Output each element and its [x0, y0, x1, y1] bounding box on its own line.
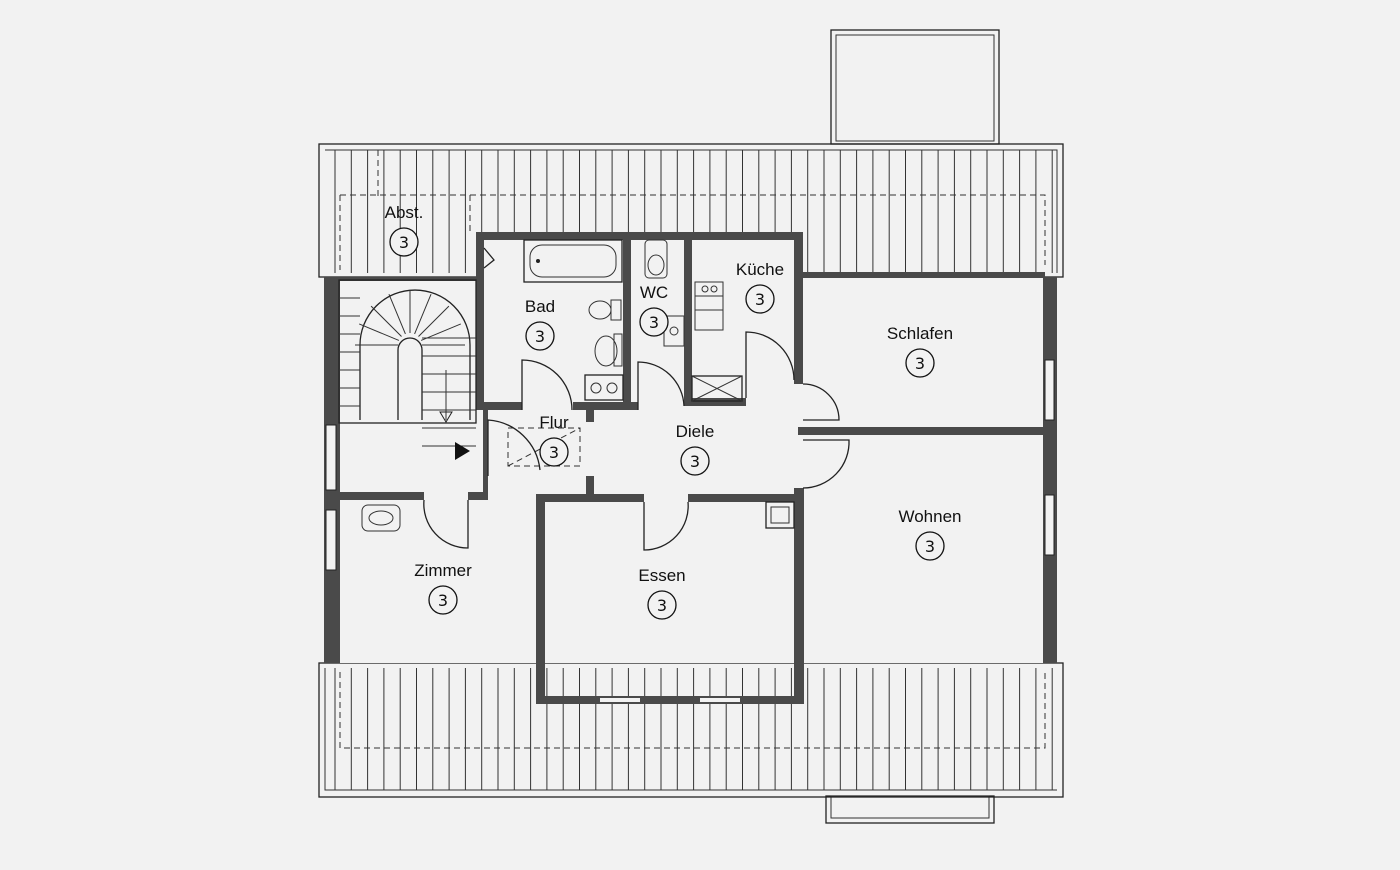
entrance-arrow-icon — [455, 442, 470, 460]
room-number-circle — [428, 585, 458, 615]
kitchen-counter — [691, 375, 743, 402]
bidet — [588, 299, 622, 321]
room-number: 3 — [915, 354, 925, 373]
chimney — [765, 501, 795, 529]
washbasin-zimmer — [361, 504, 401, 532]
room-number-circle — [539, 437, 569, 467]
exterior-walls — [324, 277, 1057, 663]
room-flur: Flur 3 — [539, 413, 569, 467]
balcony-bottom — [825, 795, 995, 824]
room-number: 3 — [657, 596, 667, 615]
room-name: Zimmer — [414, 561, 472, 580]
room-wohnen: Wohnen 3 — [898, 507, 962, 561]
room-number-circle — [639, 307, 669, 337]
room-essen: Essen 3 — [638, 566, 686, 620]
room-abst: Abst. 3 — [385, 203, 424, 257]
room-name: Schlafen — [887, 324, 953, 343]
room-number: 3 — [649, 313, 659, 332]
room-name: Abst. — [385, 203, 424, 222]
interior-walls — [336, 232, 1045, 704]
room-zimmer: Zimmer 3 — [414, 561, 472, 615]
room-number-circle — [915, 531, 945, 561]
roof-bottom — [318, 662, 1064, 798]
room-number-circle — [745, 284, 775, 314]
room-name: WC — [640, 283, 668, 302]
doors — [423, 247, 850, 551]
room-number: 3 — [399, 233, 409, 252]
room-number: 3 — [535, 327, 545, 346]
room-number: 3 — [549, 443, 559, 462]
balcony-top — [830, 29, 1000, 145]
room-number: 3 — [925, 537, 935, 556]
room-name: Essen — [638, 566, 685, 585]
room-number: 3 — [438, 591, 448, 610]
room-name: Wohnen — [898, 507, 961, 526]
room-diele: Diele 3 — [676, 422, 715, 476]
room-number-circle — [389, 227, 419, 257]
abst-partition — [377, 150, 471, 232]
room-number-circle — [647, 590, 677, 620]
staircase — [338, 279, 477, 460]
room-schlafen: Schlafen 3 — [887, 324, 953, 378]
room-wc: WC 3 — [639, 283, 669, 337]
room-number-circle — [525, 321, 555, 351]
toilet-bad — [594, 333, 623, 367]
room-bad: Bad 3 — [525, 297, 555, 351]
washbasin-bad — [584, 374, 624, 401]
room-number-circle — [680, 446, 710, 476]
room-name: Küche — [736, 260, 784, 279]
room-number: 3 — [755, 290, 765, 309]
room-name: Flur — [539, 413, 569, 432]
room-number-circle — [905, 348, 935, 378]
stove — [694, 281, 724, 331]
toilet-wc — [644, 239, 668, 279]
roof-top — [318, 143, 1064, 278]
bathtub — [523, 239, 623, 283]
room-kueche: Küche 3 — [736, 260, 784, 314]
room-name: Diele — [676, 422, 715, 441]
room-name: Bad — [525, 297, 555, 316]
room-number: 3 — [690, 452, 700, 471]
